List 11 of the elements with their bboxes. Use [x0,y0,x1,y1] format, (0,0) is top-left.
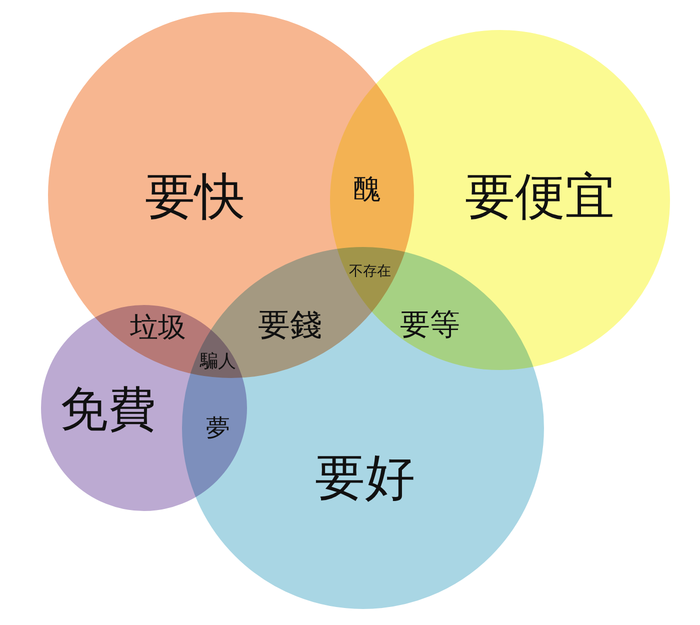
overlap-label: 醜 [353,174,381,206]
set-label: 要便宜 [465,170,615,224]
overlap-label: 要等 [400,308,460,342]
overlap-label: 要錢 [258,307,322,343]
overlap-label: 不存在 [349,264,391,280]
overlap-label: 垃圾 [130,312,186,344]
overlap-label: 騙人 [200,352,236,372]
set-label: 免費 [60,384,156,436]
set-label: 要好 [315,450,415,506]
overlap-label: 夢 [206,414,230,442]
set-label: 要快 [145,170,245,224]
